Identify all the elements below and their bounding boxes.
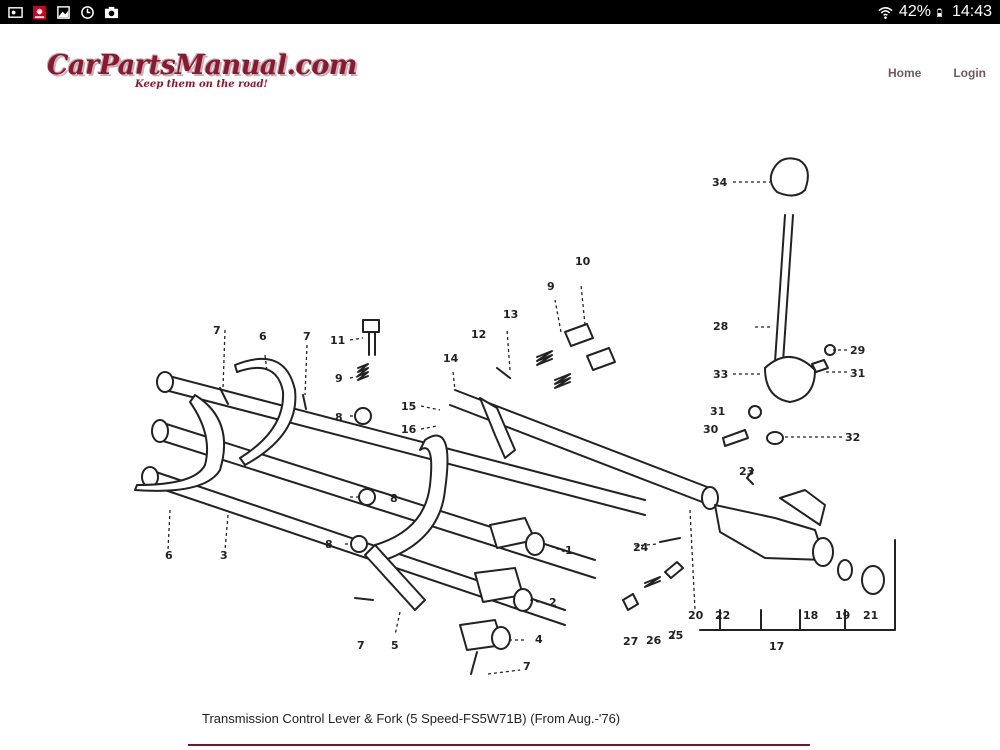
- record-icon: [32, 5, 47, 19]
- callout-33: 33: [713, 368, 728, 381]
- callout-29: 29: [850, 344, 865, 357]
- callout-26: 26: [646, 634, 662, 647]
- wifi-icon: [878, 6, 893, 19]
- callout-8-bottom: 8: [325, 538, 333, 551]
- callout-1: 1: [565, 544, 573, 557]
- site-logo[interactable]: CarPartsManual.com Keep them on the road…: [47, 50, 358, 95]
- callout-16: 16: [401, 423, 417, 436]
- callout-24: 24: [633, 541, 649, 554]
- callout-14: 14: [443, 352, 459, 365]
- callout-labels: 34 28 33 29 31 31 30 32 10 9 13 12 14 11…: [165, 176, 878, 673]
- logo-wordmark: CarPartsManual.com: [47, 50, 358, 81]
- diagram-caption: Transmission Control Lever & Fork (5 Spe…: [202, 711, 621, 726]
- callout-27: 27: [623, 635, 638, 648]
- notification-icons: [0, 5, 119, 20]
- logo-tagline: Keep them on the road!: [135, 79, 268, 90]
- callout-32: 32: [845, 431, 860, 444]
- callout-7-c: 7: [523, 660, 531, 673]
- top-nav: Home Login: [888, 66, 986, 80]
- callout-10: 10: [575, 255, 591, 268]
- callout-7-b: 7: [303, 330, 311, 343]
- nav-home-link[interactable]: Home: [888, 66, 922, 80]
- callout-20: 20: [688, 609, 704, 622]
- battery-icon: [936, 8, 943, 17]
- photo-icon: [8, 6, 23, 18]
- callout-31-lower: 31: [710, 405, 725, 418]
- gallery-icon: [57, 5, 70, 19]
- battery-percent: 42%: [898, 3, 931, 20]
- system-status: 42% 14:43: [878, 3, 1000, 21]
- status-bar: 42% 14:43: [0, 0, 1000, 24]
- callout-8-mid: 8: [390, 492, 398, 505]
- callout-31-upper: 31: [850, 367, 865, 380]
- parts-diagram-svg: 34 28 33 29 31 31 30 32 10 9 13 12 14 11…: [134, 157, 896, 675]
- callout-4: 4: [535, 633, 543, 646]
- callout-3: 3: [220, 549, 228, 562]
- camera-icon: [104, 6, 119, 18]
- callout-11: 11: [330, 334, 345, 347]
- callout-6-left: 6: [165, 549, 173, 562]
- callout-9-right: 9: [547, 280, 555, 293]
- callout-13: 13: [503, 308, 518, 321]
- callout-2: 2: [549, 596, 557, 609]
- callout-19: 19: [835, 609, 850, 622]
- callout-5: 5: [391, 639, 399, 652]
- callout-15: 15: [401, 400, 416, 413]
- content-divider: [188, 744, 810, 746]
- callout-30: 30: [703, 423, 719, 436]
- callout-17: 17: [769, 640, 784, 653]
- callout-7-a: 7: [213, 324, 221, 337]
- callout-23: 23: [739, 465, 754, 478]
- callout-9-left: 9: [335, 372, 343, 385]
- callout-22: 22: [715, 609, 730, 622]
- callout-21: 21: [863, 609, 878, 622]
- callout-18: 18: [803, 609, 818, 622]
- callout-6-top: 6: [259, 330, 267, 343]
- callout-28: 28: [713, 320, 728, 333]
- parts-diagram: 34 28 33 29 31 31 30 32 10 9 13 12 14 11…: [125, 140, 905, 690]
- callout-34: 34: [712, 176, 728, 189]
- callout-12: 12: [471, 328, 486, 341]
- nav-login-link[interactable]: Login: [953, 66, 986, 80]
- callout-7-d: 7: [357, 639, 365, 652]
- clock: 14:43: [951, 3, 992, 20]
- sync-icon: [81, 5, 94, 19]
- callout-8-top: 8: [335, 411, 343, 424]
- callout-25: 25: [668, 629, 683, 642]
